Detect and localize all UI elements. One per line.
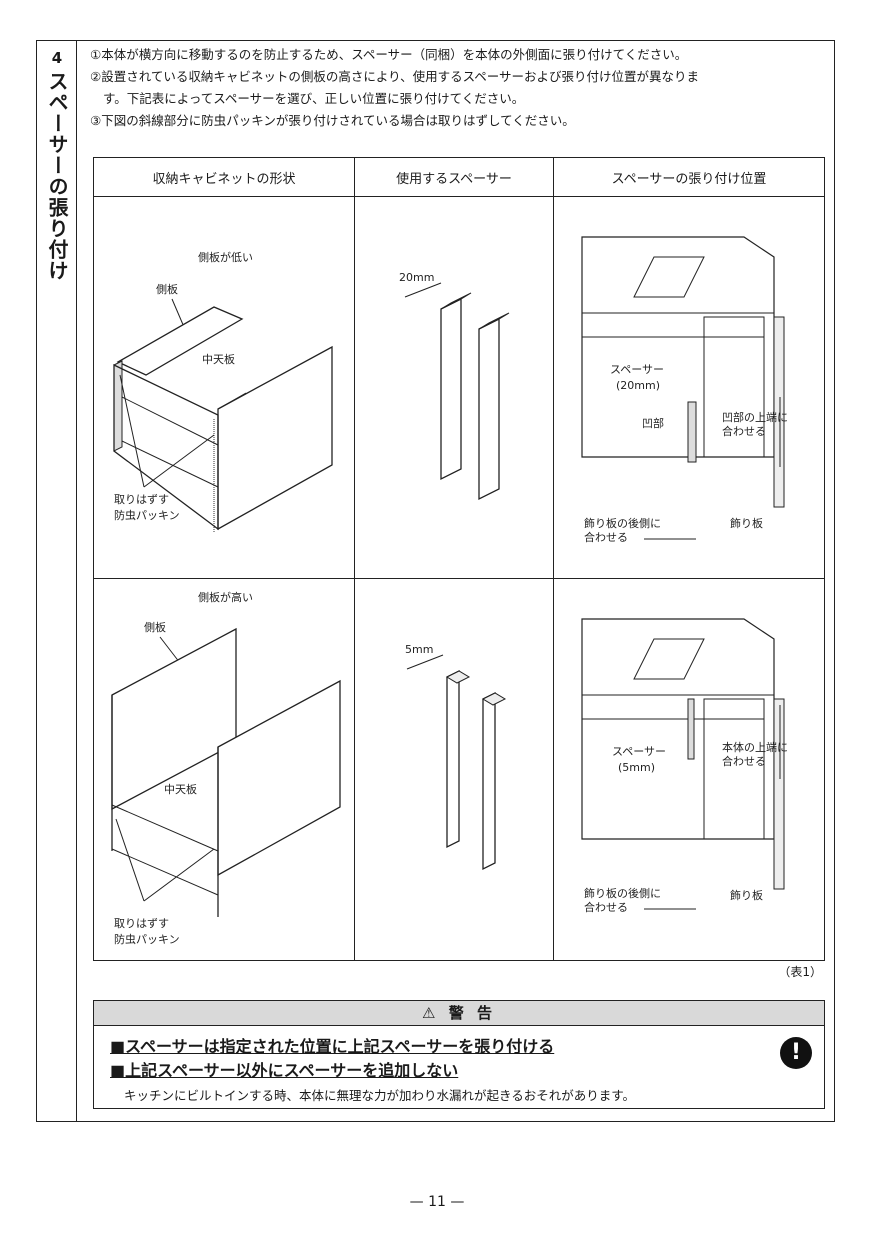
- spacer-table: 収納キャビネットの形状 使用するスペーサー スペーサーの張り付け位置 側板が低い…: [93, 157, 825, 961]
- remove-label-2: 防虫パッキン: [114, 932, 180, 946]
- align-top-label-2: 合わせる: [722, 424, 766, 438]
- table-header-row: 収納キャビネットの形状 使用するスペーサー スペーサーの張り付け位置: [93, 157, 825, 197]
- remove-label: 取りはずす: [114, 917, 169, 930]
- cabinet-low-illustration: 側板が低い 側板 中天板 取りはずす 防虫パッキン: [113, 250, 333, 533]
- shelf-label: 中天板: [164, 782, 197, 796]
- spacer-bar: [478, 317, 500, 501]
- position-top-cell: スペーサー (20mm) 凹部 凹部の上端に 合わせる 飾り板の後側に 合わせる…: [553, 196, 825, 579]
- col-header-spacer: 使用するスペーサー: [354, 157, 554, 197]
- deco-panel-label: 飾り板: [730, 888, 763, 902]
- align-back-label-2: 合わせる: [584, 900, 628, 914]
- align-top-label: 凹部の上端に: [722, 410, 788, 424]
- col-header-cabinet: 収納キャビネットの形状: [93, 157, 355, 197]
- spacer-20mm-illustration: 20mm: [399, 271, 510, 501]
- warning-line-2: ■上記スペーサー以外にスペーサーを追加しない: [110, 1061, 459, 1080]
- spacer-20mm-cell: 20mm: [354, 196, 554, 579]
- spacer-label: スペーサー: [612, 745, 666, 758]
- cabinet-top-panel: [116, 306, 244, 376]
- position-illustration-1: スペーサー (20mm) 凹部 凹部の上端に 合わせる 飾り板の後側に 合わせる…: [581, 236, 788, 544]
- step-frame: 4 スペーサーの張り付け ①本体が横方向に移動するのを防止するため、スペーサー（…: [36, 40, 835, 1122]
- cabinet-low-cell: 側板が低い 側板 中天板 取りはずす 防虫パッキン: [93, 196, 355, 579]
- side-panel-label: 側板: [156, 282, 178, 296]
- instruction-3: ③下図の斜線部分に防虫パッキンが張り付けされている場合は取りはずしてください。: [90, 113, 575, 128]
- align-top-label: 本体の上端に: [722, 740, 788, 754]
- table-row: 側板が低い 側板 中天板 取りはずす 防虫パッキン: [93, 196, 825, 579]
- spacer-bar: [482, 691, 496, 871]
- spacer-size-label: 20mm: [399, 271, 434, 284]
- spacer-label: スペーサー: [610, 363, 664, 376]
- page-number: — 11 —: [409, 1194, 465, 1210]
- step-sidebar: 4 スペーサーの張り付け: [37, 41, 77, 1121]
- instruction-1: ①本体が横方向に移動するのを防止するため、スペーサー（同梱）を本体の外側面に張り…: [90, 47, 688, 62]
- align-back-label-2: 合わせる: [584, 530, 628, 544]
- col-header-position: スペーサーの張り付け位置: [553, 157, 825, 197]
- shelf-label: 中天板: [202, 352, 235, 366]
- cabinet-high-cell: 側板が高い 側板 中天板 取りはずす 防虫パッキン: [93, 578, 355, 961]
- warning-line-1: ■スペーサーは指定された位置に上記スペーサーを張り付ける: [110, 1037, 555, 1056]
- align-back-label: 飾り板の後側に: [584, 516, 661, 530]
- warning-box: ⚠ 警 告 ■スペーサーは指定された位置に上記スペーサーを張り付ける ■上記スペ…: [93, 1000, 825, 1109]
- cabinet-right-side: [217, 345, 333, 531]
- remove-label: 取りはずす: [114, 493, 169, 506]
- instruction-2: ②設置されている収納キャビネットの側板の高さにより、使用するスペーサーおよび張り…: [90, 69, 699, 84]
- table-row: 側板が高い 側板 中天板 取りはずす 防虫パッキン: [93, 578, 825, 961]
- warning-header: ⚠ 警 告: [94, 1001, 824, 1026]
- align-back-label: 飾り板の後側に: [584, 886, 661, 900]
- spacer-bar: [440, 297, 462, 481]
- spacer-marker: [687, 698, 695, 760]
- spacer-bar: [446, 669, 460, 849]
- step-title: スペーサーの張り付け: [45, 71, 69, 281]
- cabinet-high-illustration: 側板が高い 側板 中天板 取りはずす 防虫パッキン: [111, 590, 341, 946]
- spacer-5mm-cell: 5mm: [354, 578, 554, 961]
- recess-label: 凹部: [642, 416, 664, 430]
- table-note: （表1）: [778, 965, 822, 979]
- warning-title: 警 告: [448, 1004, 496, 1022]
- deco-panel-label: 飾り板: [730, 516, 763, 530]
- mandatory-action-icon: !: [780, 1037, 812, 1069]
- position-illustration-2: スペーサー (5mm) 本体の上端に 合わせる 飾り板の後側に 合わせる 飾り板: [581, 618, 788, 914]
- warning-body: キッチンにビルトインする時、本体に無理な力が加わり水漏れが起きるおそれがあります…: [124, 1088, 636, 1103]
- spacer-size-tag: (20mm): [616, 379, 660, 392]
- spacer-size-tag: (5mm): [618, 761, 655, 774]
- warning-triangle-icon: ⚠: [422, 1004, 440, 1022]
- cabinet-caption: 側板が低い: [198, 250, 253, 264]
- remove-label-2: 防虫パッキン: [114, 508, 180, 522]
- spacer-5mm-illustration: 5mm: [405, 643, 507, 871]
- step-number: 4: [51, 49, 63, 67]
- position-bottom-cell: スペーサー (5mm) 本体の上端に 合わせる 飾り板の後側に 合わせる 飾り板: [553, 578, 825, 961]
- spacer-size-label: 5mm: [405, 643, 433, 656]
- align-top-label-2: 合わせる: [722, 754, 766, 768]
- cabinet-caption: 側板が高い: [198, 590, 253, 604]
- instruction-2-cont: す。下記表によってスペーサーを選び、正しい位置に張り付けてください。: [103, 91, 525, 106]
- spacer-marker: [687, 401, 697, 463]
- side-panel-label: 側板: [144, 620, 166, 634]
